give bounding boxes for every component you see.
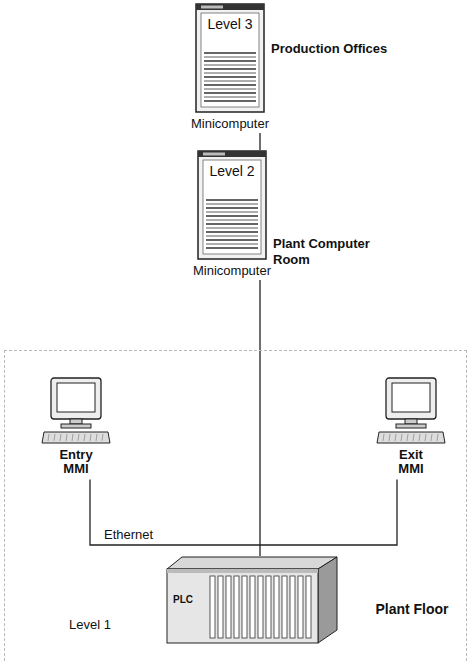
connector-line xyxy=(90,480,397,545)
tower-node: Level 3Production OfficesMinicomputer xyxy=(195,3,265,131)
node-title: Entry MMI xyxy=(51,448,101,477)
node-title: Exit MMI xyxy=(386,448,436,477)
node-caption: Plant Computer Room xyxy=(273,236,385,267)
monitor-node: Entry MMI xyxy=(41,377,111,477)
node-title: PLC xyxy=(172,594,194,605)
node-caption: Production Offices xyxy=(271,41,387,57)
tower-node: Level 2Plant Computer RoomMinicomputer xyxy=(197,150,267,278)
node-title: Level 1 xyxy=(69,617,111,632)
connector-line xyxy=(259,280,260,556)
monitor-node: Exit MMI xyxy=(376,377,446,477)
connector-label: Ethernet xyxy=(102,527,155,542)
monitor-icon xyxy=(376,377,446,445)
node-caption: Minicomputer xyxy=(175,116,285,131)
plc-node: PLC xyxy=(166,556,338,644)
connector-line xyxy=(259,133,260,150)
node-title: Level 3 xyxy=(195,16,265,32)
node-caption: Minicomputer xyxy=(177,263,287,278)
region-node: Level 1 Plant Floor Entry MMI Exit MMI PLC xyxy=(4,350,467,661)
node-title: Level 2 xyxy=(197,163,267,179)
node-caption: Plant Floor xyxy=(375,601,449,618)
monitor-icon xyxy=(41,377,111,445)
